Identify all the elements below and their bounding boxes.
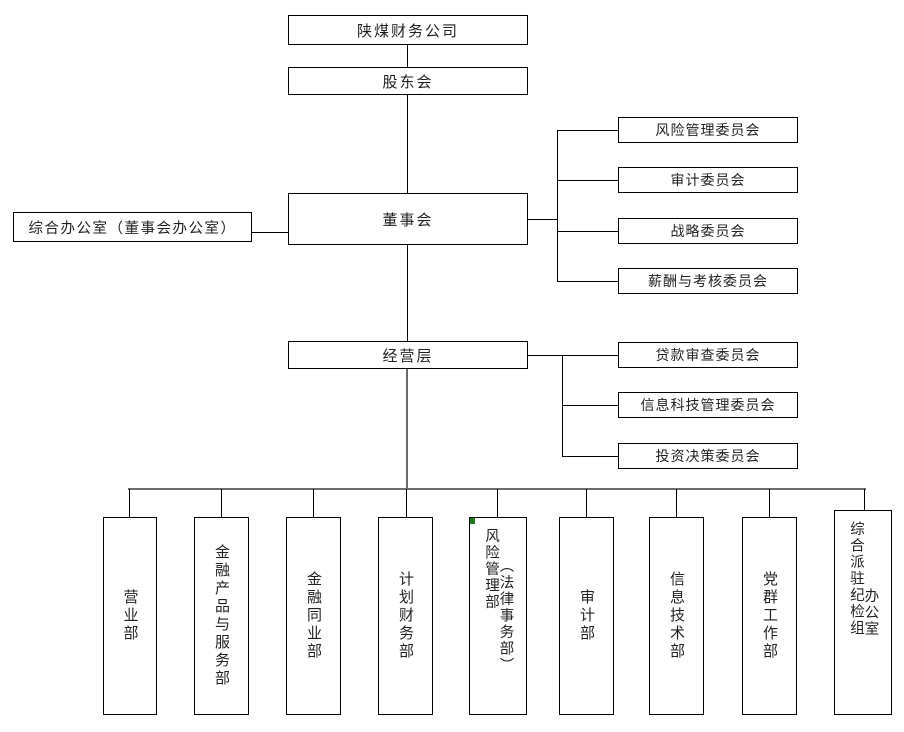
department-9-label: 综合派驻纪检组: [848, 521, 864, 637]
node-company-label: 陕煤财务公司: [356, 21, 459, 40]
department-drop-line-8: [769, 489, 770, 517]
node-management-committee-2[interactable]: 信息科技管理委员会: [618, 392, 798, 418]
node-board-committee-4[interactable]: 薪酬与考核委员会: [618, 268, 798, 294]
department-box-4[interactable]: 计划财务部: [378, 517, 433, 715]
department-drop-line-6: [586, 489, 587, 517]
department-box-6[interactable]: 审计部: [559, 517, 614, 715]
connector-bus-to-committee-2: [557, 180, 618, 181]
connector-management-to-department-bus: [406, 369, 408, 489]
department-drop-line-3: [313, 489, 314, 517]
committee-bus-vertical: [557, 130, 558, 281]
department-drop-line-5: [497, 489, 498, 517]
node-board-committee-3[interactable]: 战略委员会: [618, 218, 798, 244]
department-box-2[interactable]: 金融产品与服务部: [194, 517, 249, 715]
node-management-committee-1[interactable]: 贷款审查委员会: [618, 342, 798, 368]
board-committee-4-label: 薪酬与考核委员会: [648, 274, 768, 290]
department-drop-line-9: [864, 489, 865, 517]
department-drop-line-1: [129, 489, 130, 517]
board-committee-2-label: 审计委员会: [670, 173, 746, 189]
node-board-office[interactable]: 综合办公室（董事会办公室）: [13, 212, 252, 242]
node-board-label: 董事会: [382, 210, 434, 229]
node-shareholders[interactable]: 股东会: [288, 67, 528, 95]
node-board-committee-1[interactable]: 风险管理委员会: [618, 117, 798, 143]
connector-bus-to-committee-1: [557, 130, 618, 131]
node-board-committee-2[interactable]: 审计委员会: [618, 167, 798, 193]
management-committee-1-label: 贷款审查委员会: [655, 348, 761, 364]
node-management-label: 经营层: [382, 346, 434, 365]
node-company[interactable]: 陕煤财务公司: [288, 15, 528, 45]
department-box-3[interactable]: 金融同业部: [286, 517, 341, 715]
department-box-1[interactable]: 营业部: [103, 517, 157, 715]
department-7-label: 信息技术部: [668, 571, 686, 661]
board-committee-1-label: 风险管理委员会: [655, 123, 761, 139]
connector-board-to-management: [407, 245, 408, 341]
department-3-label: 金融同业部: [305, 571, 323, 661]
node-shareholders-label: 股东会: [382, 72, 434, 91]
connector-management-to-mcommittee-1: [528, 355, 618, 356]
department-5-sublabel: （法律事务部）: [497, 558, 514, 674]
connector-shareholders-to-board: [407, 95, 408, 193]
department-8-label: 党群工作部: [761, 571, 779, 661]
department-5-label: 风险管理部: [483, 528, 499, 611]
department-drop-line-4: [406, 489, 407, 517]
department-2-label: 金融产品与服务部: [213, 544, 231, 688]
department-drop-line-7: [676, 489, 677, 517]
management-committee-3-label: 投资决策委员会: [655, 449, 761, 465]
connector-bus-to-mcommittee-2: [562, 405, 618, 406]
management-committee-2-label: 信息科技管理委员会: [640, 398, 776, 414]
department-box-9[interactable]: 综合派驻纪检组 办公室: [834, 510, 892, 715]
connector-bus-to-committee-4: [557, 281, 618, 282]
node-board[interactable]: 董事会: [288, 193, 528, 245]
board-committee-3-label: 战略委员会: [670, 224, 746, 240]
connector-board-office-to-board: [252, 232, 289, 233]
node-management-committee-3[interactable]: 投资决策委员会: [618, 443, 798, 469]
node-management[interactable]: 经营层: [288, 341, 528, 369]
department-box-8[interactable]: 党群工作部: [742, 517, 797, 715]
connector-board-to-committee-bus: [528, 219, 558, 220]
department-6-label: 审计部: [578, 589, 596, 643]
connector-bus-to-committee-3: [557, 231, 618, 232]
connector-bus-to-mcommittee-3: [562, 456, 618, 457]
department-box-5[interactable]: 风险管理部 （法律事务部）: [469, 517, 527, 715]
connector-company-to-shareholders: [407, 45, 408, 67]
department-drop-line-2: [221, 489, 222, 517]
department-1-label: 营业部: [121, 589, 140, 643]
department-9-sublabel: 办公室: [862, 587, 879, 638]
department-4-label: 计划财务部: [397, 571, 415, 661]
node-board-office-label: 综合办公室（董事会办公室）: [28, 220, 237, 237]
artifact-speck: [470, 518, 475, 524]
department-box-7[interactable]: 信息技术部: [649, 517, 704, 715]
